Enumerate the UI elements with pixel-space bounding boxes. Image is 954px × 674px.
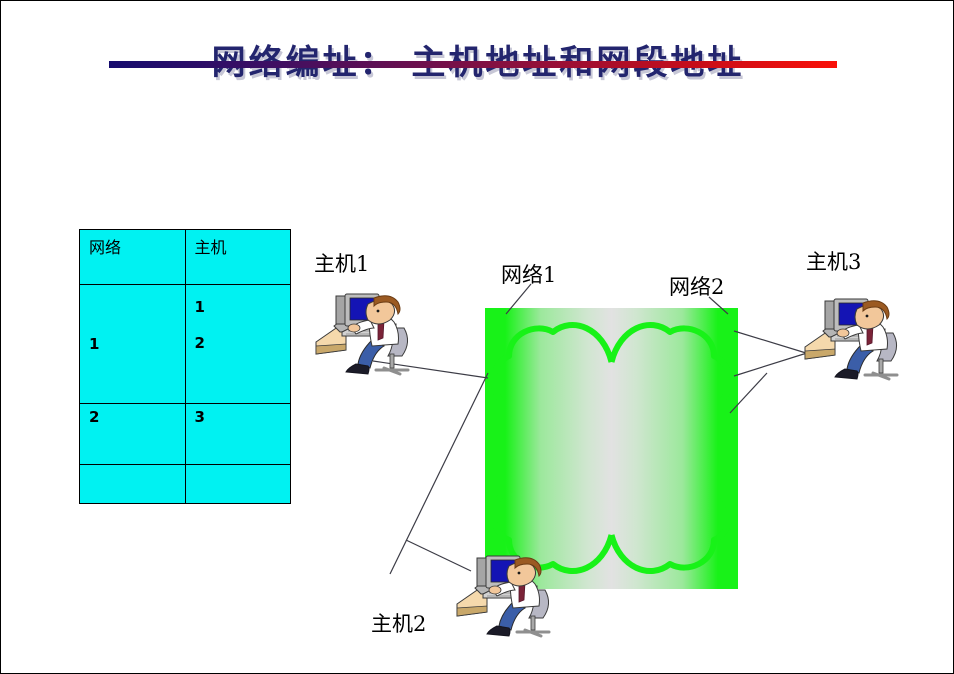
cloud-outline-network-2 xyxy=(608,322,733,575)
seated-person-icon xyxy=(345,295,410,376)
cell-network-2: 2 xyxy=(79,403,186,465)
table-header-host: 主机 xyxy=(184,229,291,285)
host-computer-clipart-1 xyxy=(315,293,410,376)
cell-network-empty xyxy=(79,464,186,504)
title-divider-rule xyxy=(109,61,837,68)
table-row: 2 3 xyxy=(79,403,291,465)
host-label-1: 主机1 xyxy=(314,252,370,276)
network-cloud-block xyxy=(485,308,738,589)
cell-hosts-of-network-2: 3 xyxy=(184,403,291,465)
connector-host2-diagonal xyxy=(389,372,489,575)
network-label-2: 网络2 xyxy=(669,275,725,299)
host-entry: 2 xyxy=(194,334,205,352)
title-block: 网络编址： 主机地址和网段地址 xyxy=(1,35,953,84)
host-label-3: 主机3 xyxy=(806,250,862,274)
connector-network2-leader xyxy=(733,352,808,377)
address-table: 网络 主机 1 1 2 2 3 xyxy=(79,229,291,504)
seated-person-icon xyxy=(834,300,899,381)
cell-network-1: 1 xyxy=(79,284,186,404)
connector-host3-to-network2 xyxy=(733,330,807,354)
cell-host-empty xyxy=(184,464,291,504)
page-title: 网络编址： 主机地址和网段地址 xyxy=(211,43,745,83)
network-label-1: 网络1 xyxy=(501,263,557,287)
table-header-row: 网络 主机 xyxy=(79,229,291,285)
cell-hosts-of-network-1: 1 2 xyxy=(184,284,291,404)
table-header-network: 网络 xyxy=(79,229,186,285)
seated-person-icon xyxy=(486,557,551,638)
table-row-empty xyxy=(79,464,291,504)
host-list: 1 2 xyxy=(195,289,282,361)
cloud-outline-group xyxy=(490,322,733,575)
host-entry: 1 xyxy=(194,298,205,316)
host-computer-clipart-3 xyxy=(804,298,899,381)
host-computer-clipart-2 xyxy=(456,555,551,638)
cloud-outline-network-1 xyxy=(490,322,615,575)
host-label-2: 主机2 xyxy=(371,612,427,636)
table-row: 1 1 2 xyxy=(79,284,291,404)
